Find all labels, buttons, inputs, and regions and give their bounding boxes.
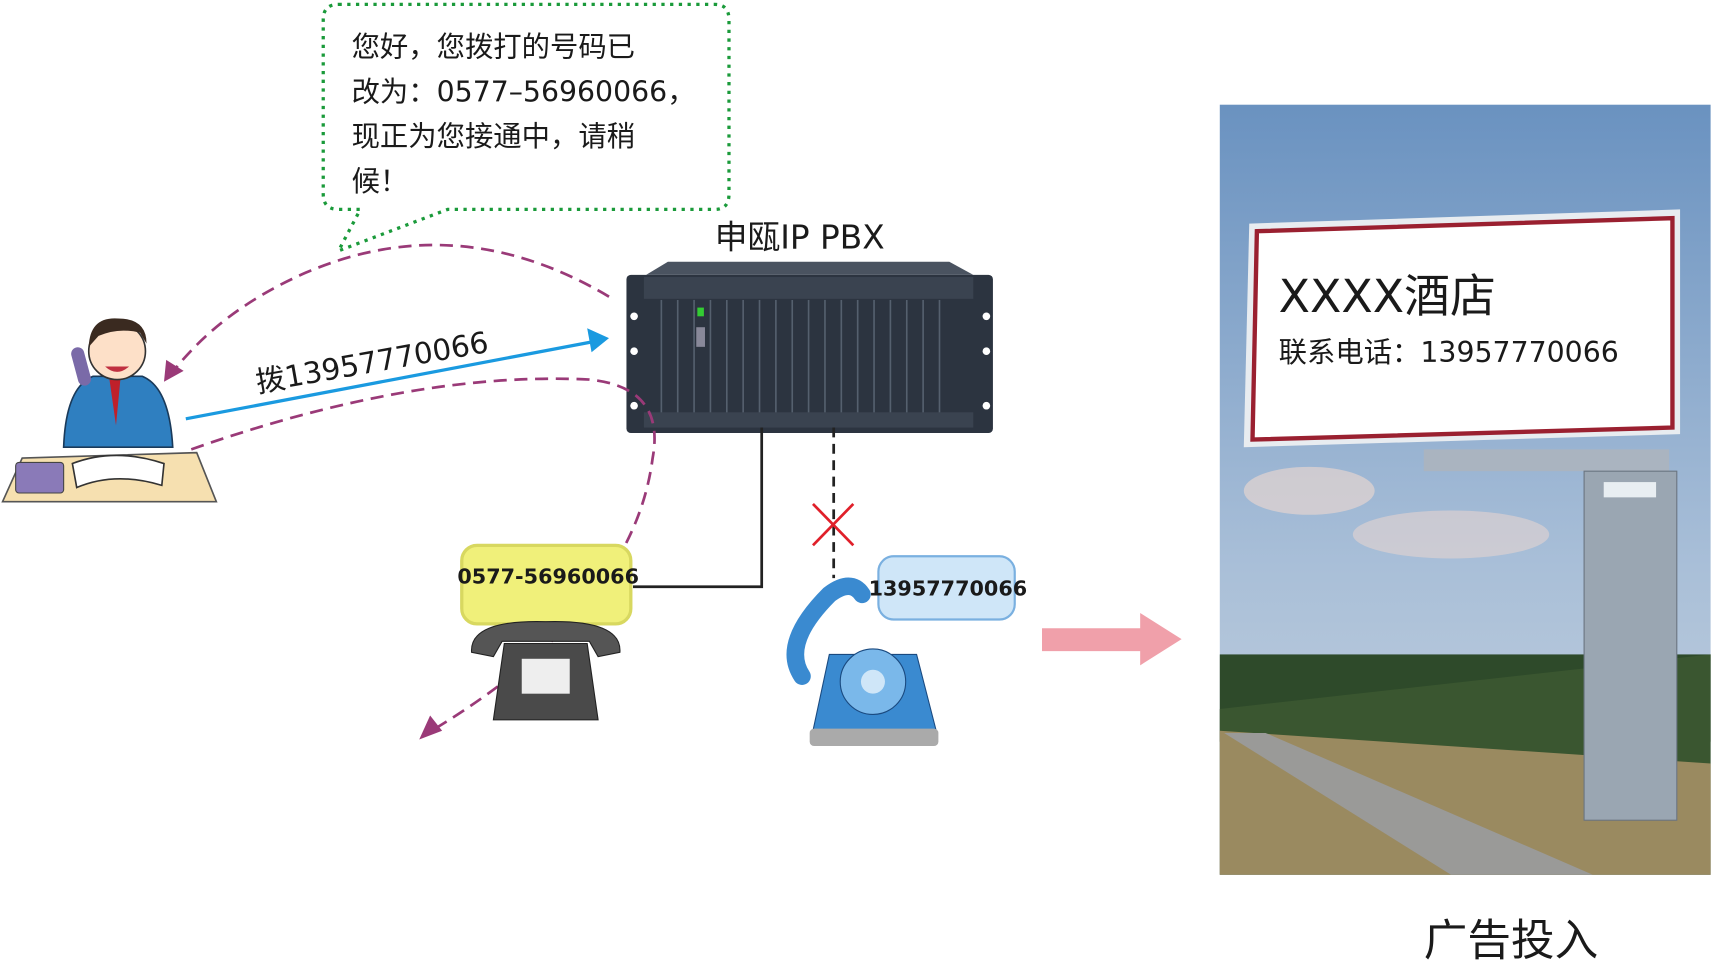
new-line-connection <box>632 427 764 589</box>
pbx-title: 申瓯IP PBX <box>715 219 885 257</box>
bubble-line-2: 改为：0577–56960066， <box>352 75 696 108</box>
bubble-line-3: 现正为您接通中，请稍 <box>352 120 635 153</box>
new-phone-number: 0577-56960066 <box>457 565 639 589</box>
dial-arrowhead <box>587 328 610 353</box>
bubble-line-4: 候！ <box>352 165 409 198</box>
dial-label: 拨13957770066 <box>253 325 491 399</box>
caption: 广告投入 <box>1424 916 1598 962</box>
desk-phone-icon <box>460 543 633 721</box>
speech-bubble: 您好，您拨打的号码已 改为：0577–56960066， 现正为您接通中，请稍 … <box>321 2 731 254</box>
disconnected-cross-icon <box>811 502 855 547</box>
bubble-line-1: 您好，您拨打的号码已 <box>352 31 635 64</box>
dial-arrow <box>185 339 596 421</box>
caller-person-icon <box>1 318 218 503</box>
result-arrow <box>1042 612 1182 666</box>
billboard-name: XXXX酒店 <box>1279 269 1496 323</box>
announcement-arrowhead <box>163 359 184 382</box>
forward-arrowhead <box>419 715 443 740</box>
announcement-path <box>168 243 610 378</box>
billboard-photo <box>1219 104 1711 875</box>
pbx-device-icon <box>626 261 993 434</box>
rotary-phone-icon <box>786 555 1016 747</box>
old-phone-number: 13957770066 <box>869 577 1028 601</box>
billboard-contact: 联系电话：13957770066 <box>1279 336 1619 369</box>
